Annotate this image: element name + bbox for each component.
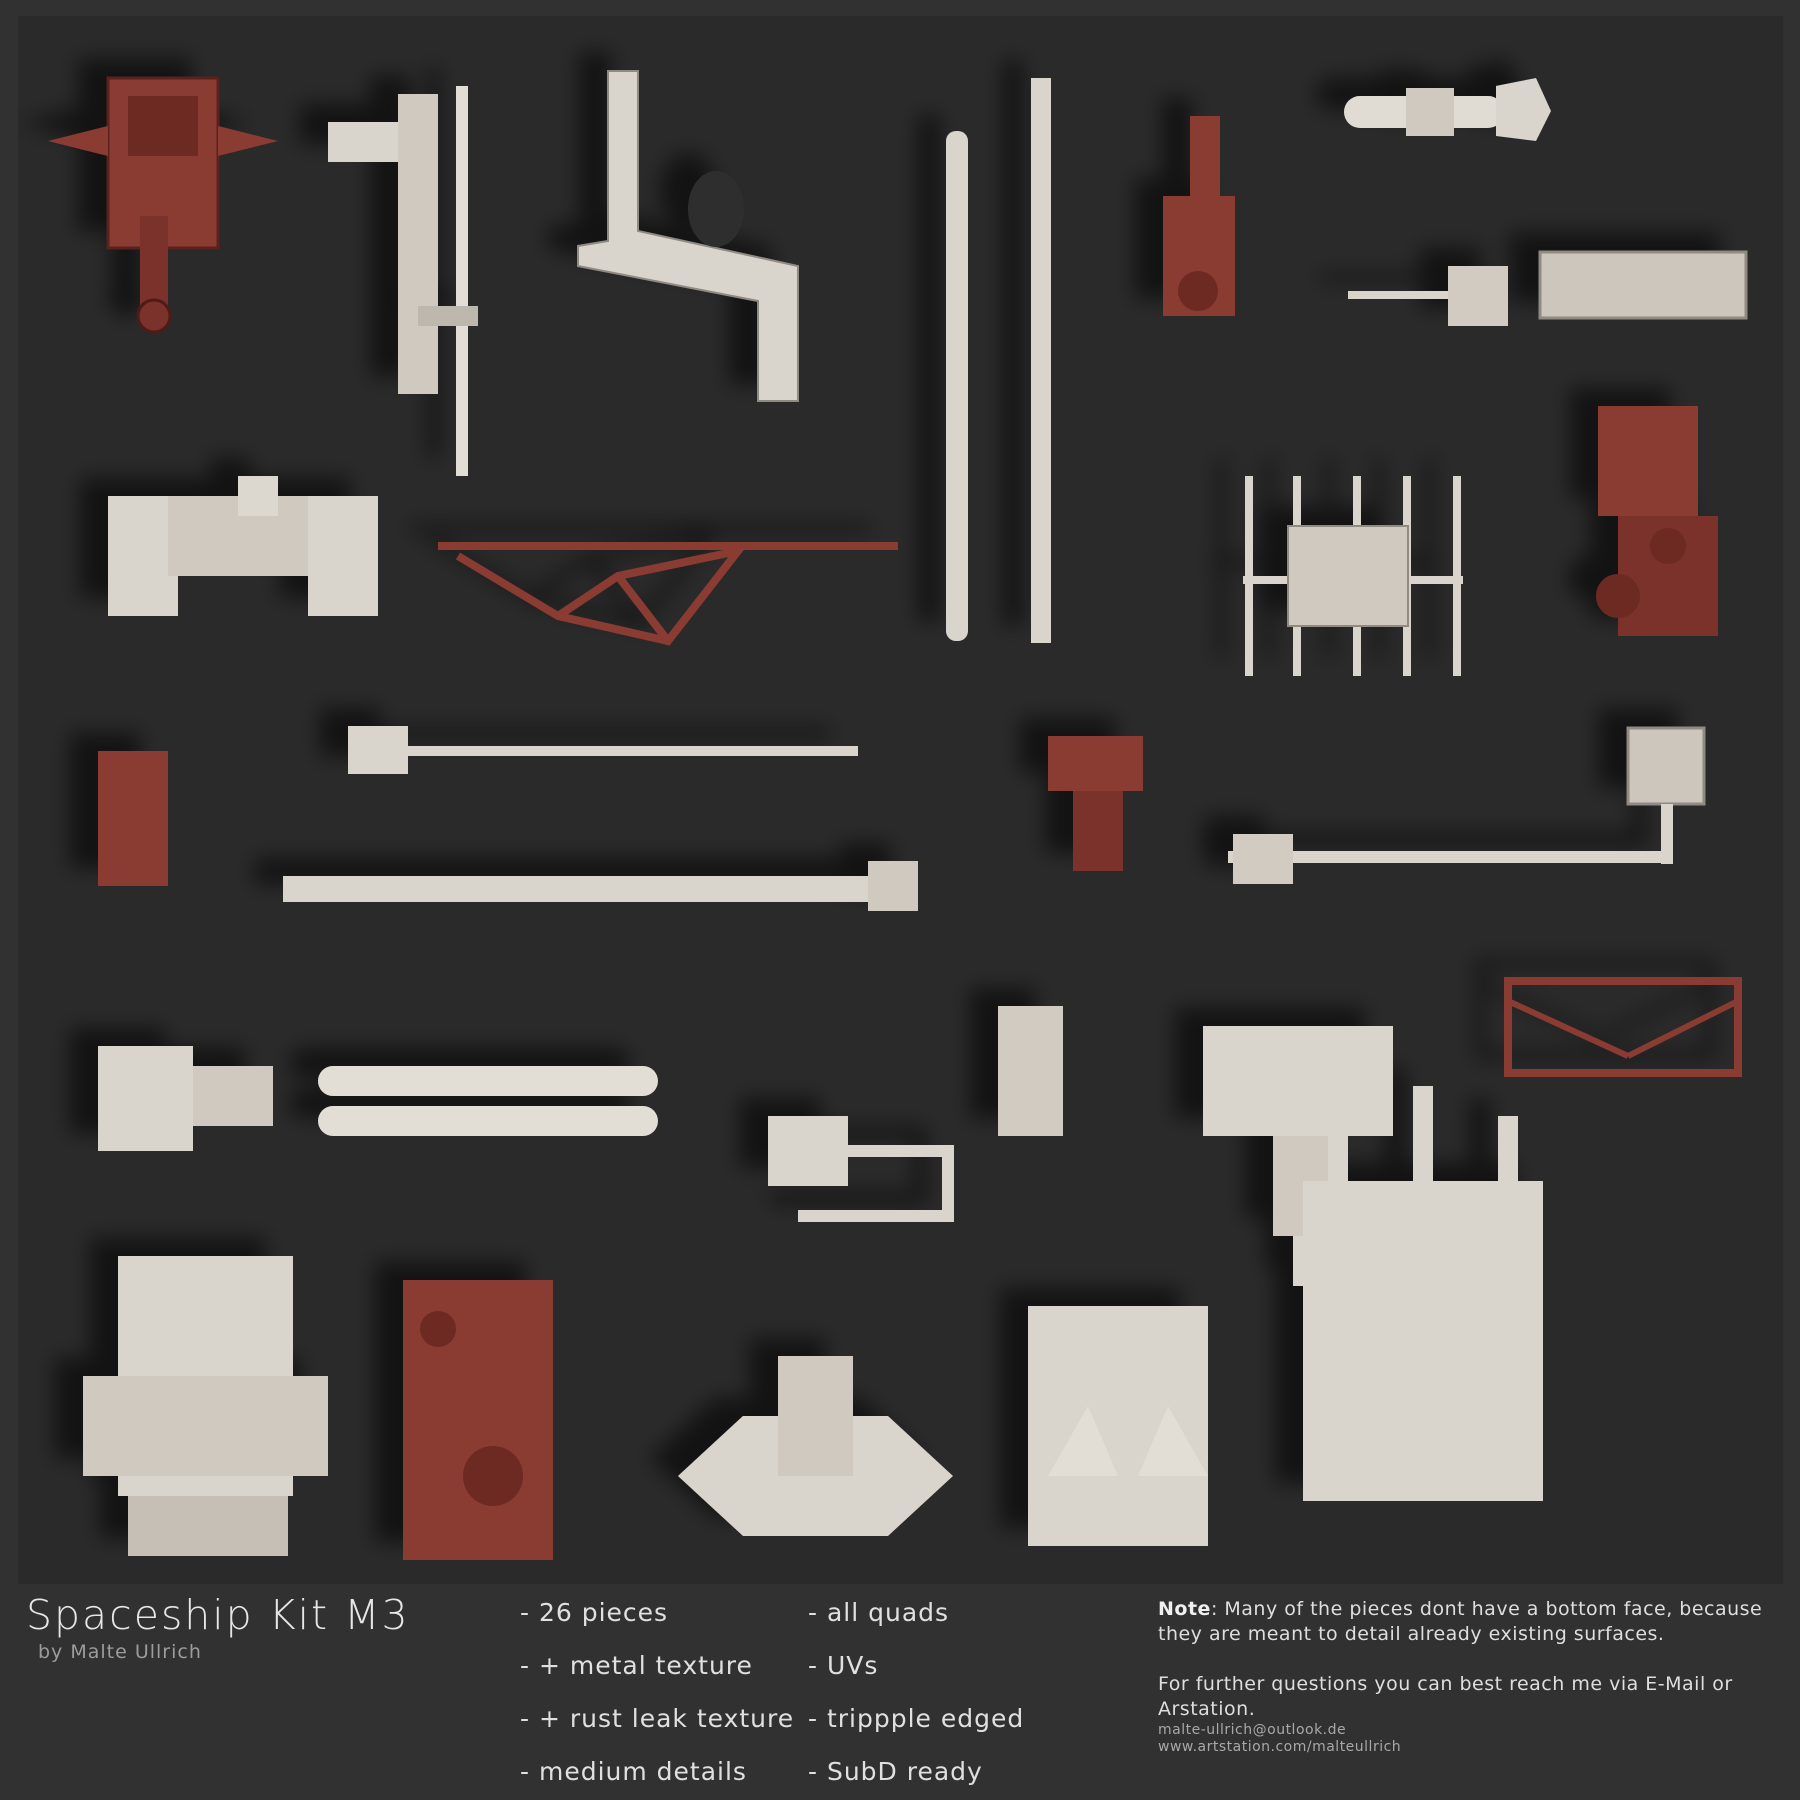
large-frame-piece [1303,1086,1543,1501]
rust-gear-piece [1596,406,1718,636]
rust-small-piece [98,751,168,886]
feature-item: - all quads [808,1598,950,1627]
feature-item: - 26 pieces [520,1598,669,1627]
rust-railing-piece [1504,977,1742,1077]
pipe-panel-piece [328,86,478,476]
note-label: Note [1158,1598,1211,1620]
feature-item: - medium details [520,1757,747,1786]
pipe-crate-piece [1228,726,1706,884]
perforated-rail-piece [1031,78,1051,643]
pipe-machine-piece [768,1006,1063,1222]
feature-item: - + metal texture [520,1651,753,1680]
large-engine-piece [83,1256,328,1556]
angled-bracket-piece [577,70,799,402]
questions-text: For further questions you can best reach… [1158,1673,1733,1720]
feature-item: - + rust leak texture [520,1704,795,1733]
rust-engine-piece [403,1280,553,1560]
page-title: Spaceship Kit M3 [26,1591,410,1639]
feature-item: - UVs [808,1651,879,1680]
thruster-piece [1028,1306,1208,1546]
kit-pieces-illustration [48,70,1748,1560]
grate-frame-piece [1243,476,1463,676]
author-credit: by Malte Ullrich [38,1641,202,1663]
winged-engine-piece [678,1356,953,1536]
feature-item: - SubD ready [808,1757,983,1786]
rust-clamp-piece [1048,736,1143,871]
tank-assembly-piece [98,1046,658,1151]
kit-render-showcase [18,16,1783,1584]
rust-bracket-piece [48,76,278,334]
crate-arm-piece [1348,250,1748,326]
feature-item: - trippple edged [808,1704,1025,1733]
note-block: Note: Many of the pieces dont have a bot… [1158,1597,1778,1756]
generator-piece [108,476,378,616]
long-rail-piece [946,131,968,641]
rust-truss-piece [438,542,898,646]
email-address[interactable]: malte-ullrich@outlook.de [1158,1722,1347,1738]
rod-bracket-piece [348,726,858,774]
website-link[interactable]: www.artstation.com/malteullrich [1158,1739,1402,1755]
rust-mechanism-piece [1163,116,1235,316]
long-beam-piece [283,861,918,911]
shock-absorber-piece [1344,78,1551,141]
note-text: : Many of the pieces dont have a bottom … [1158,1598,1763,1645]
